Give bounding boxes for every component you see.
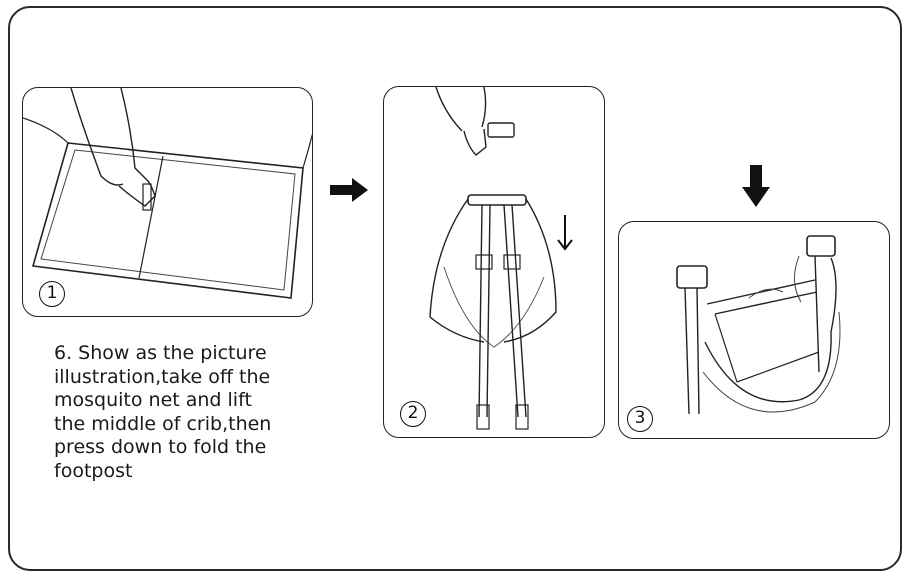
instruction-text: 6. Show as the picture illustration,take… <box>54 342 314 483</box>
step-1-number: 1 <box>39 281 65 307</box>
step-2-panel: 2 <box>383 86 605 438</box>
step-2-number: 2 <box>400 401 426 427</box>
instruction-line: mosquito net and lift <box>54 389 252 411</box>
instruction-line: the middle of crib,then <box>54 412 272 435</box>
arrow-down-icon <box>742 165 770 207</box>
instruction-line: press down to fold the <box>54 436 267 458</box>
step-3-number: 3 <box>627 406 653 432</box>
thin-arrow-down-icon <box>557 215 573 251</box>
instruction-frame <box>8 6 902 571</box>
arrow-right-icon <box>330 178 368 202</box>
step-3-illustration <box>676 235 841 415</box>
step-2-illustration <box>429 87 557 430</box>
step-3-panel: 3 <box>618 221 890 439</box>
step-1-panel: 1 <box>22 87 313 317</box>
instruction-line: illustration,take off the <box>54 365 271 388</box>
step-1-illustration <box>23 88 312 299</box>
instruction-line: footpost <box>54 459 133 482</box>
instruction-line: 6. Show as the picture <box>54 342 267 364</box>
